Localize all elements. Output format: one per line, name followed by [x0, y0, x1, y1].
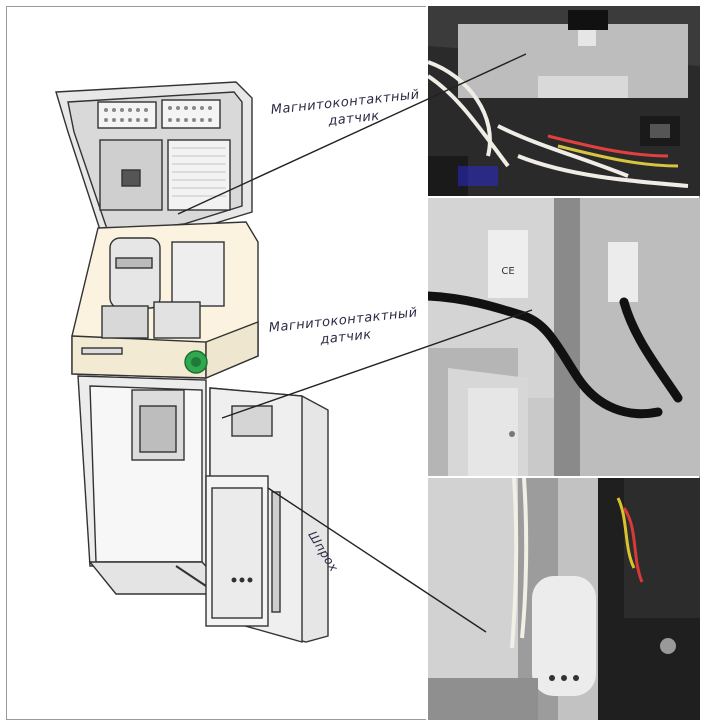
sensor-white-body — [532, 576, 596, 696]
photo-middle-reed-switch: CE — [426, 198, 700, 476]
photo-top-reed-switch — [426, 6, 700, 196]
svg-text:CE: CE — [501, 266, 514, 277]
cabinet-lower — [77, 375, 234, 595]
sensor-white-body — [538, 76, 628, 98]
safe-door — [205, 387, 329, 643]
cabinet-lid — [55, 81, 253, 243]
photo-bottom-shprokh — [426, 478, 700, 720]
sensor-white-body — [488, 230, 528, 298]
cabinet-upper — [71, 221, 259, 380]
